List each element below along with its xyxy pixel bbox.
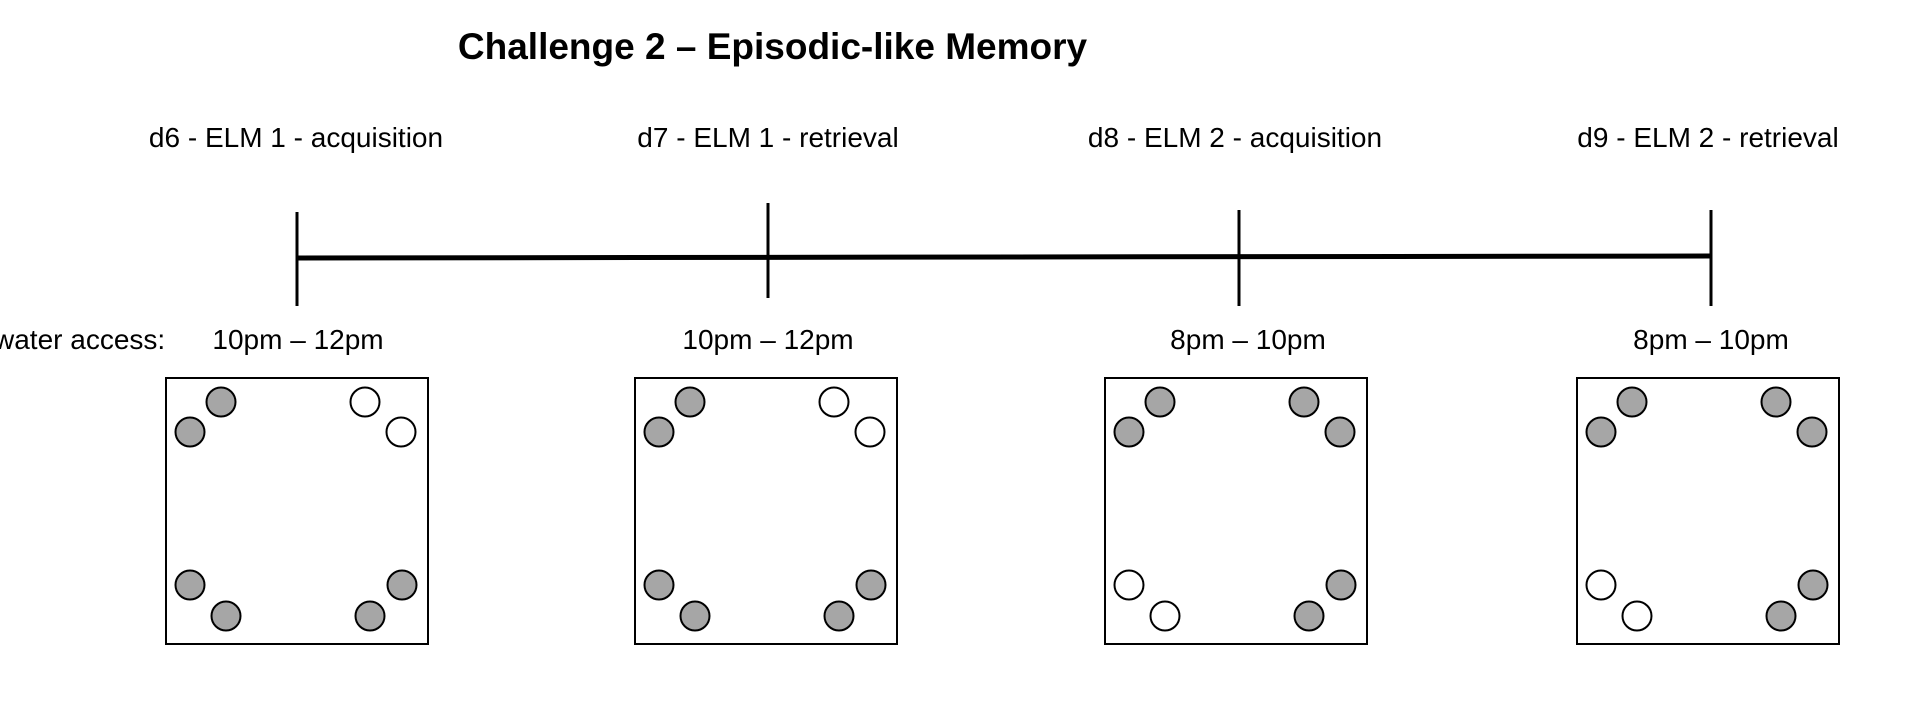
time-label-d9: 8pm – 10pm: [1633, 324, 1789, 355]
well-filled-tr-upper: [1760, 386, 1792, 418]
well-filled-tr-lower: [1796, 416, 1828, 448]
well-filled-tr-lower: [1324, 416, 1356, 448]
well-filled-bl-lower: [210, 600, 242, 632]
session-label-d8: d8 - ELM 2 - acquisition: [1087, 122, 1383, 153]
well-empty-tr-lower: [854, 416, 886, 448]
session-label-d7: d7 - ELM 1 - retrieval: [637, 122, 899, 153]
well-filled-tr-upper: [1288, 386, 1320, 418]
well-empty-tr-upper: [349, 386, 381, 418]
well-filled-bl-upper: [643, 569, 675, 601]
well-filled-br-lower: [1293, 600, 1325, 632]
time-label-d6: 10pm – 12pm: [212, 324, 384, 355]
time-label-d8: 8pm – 10pm: [1170, 324, 1326, 355]
well-filled-br-lower: [354, 600, 386, 632]
well-filled-br-lower: [1765, 600, 1797, 632]
well-filled-tl-lower: [643, 416, 675, 448]
well-filled-tl-upper: [1144, 386, 1176, 418]
well-filled-bl-upper: [174, 569, 206, 601]
timeline-axis: [296, 253, 1712, 261]
well-empty-bl-lower: [1621, 600, 1653, 632]
well-filled-br-upper: [386, 569, 418, 601]
well-filled-br-upper: [1325, 569, 1357, 601]
time-label-d7: 10pm – 12pm: [682, 324, 854, 355]
well-filled-bl-lower: [679, 600, 711, 632]
arena-box-3: [1104, 377, 1368, 645]
diagram-title: Challenge 2 – Episodic-like Memory: [457, 26, 1088, 67]
arena-box-1: [165, 377, 429, 645]
water-access-label: water access:: [0, 324, 166, 355]
well-empty-bl-upper: [1585, 569, 1617, 601]
well-filled-br-lower: [823, 600, 855, 632]
session-label-d6: d6 - ELM 1 - acquisition: [148, 122, 444, 153]
well-empty-bl-upper: [1113, 569, 1145, 601]
well-empty-bl-lower: [1149, 600, 1181, 632]
well-filled-tl-lower: [1585, 416, 1617, 448]
well-filled-tl-upper: [205, 386, 237, 418]
well-filled-tl-upper: [1616, 386, 1648, 418]
well-filled-br-upper: [855, 569, 887, 601]
well-filled-tl-lower: [174, 416, 206, 448]
session-label-d9: d9 - ELM 2 - retrieval: [1577, 122, 1839, 153]
well-filled-tl-lower: [1113, 416, 1145, 448]
arena-box-2: [634, 377, 898, 645]
well-empty-tr-upper: [818, 386, 850, 418]
well-filled-br-upper: [1797, 569, 1829, 601]
well-empty-tr-lower: [385, 416, 417, 448]
well-filled-tl-upper: [674, 386, 706, 418]
arena-box-4: [1576, 377, 1840, 645]
